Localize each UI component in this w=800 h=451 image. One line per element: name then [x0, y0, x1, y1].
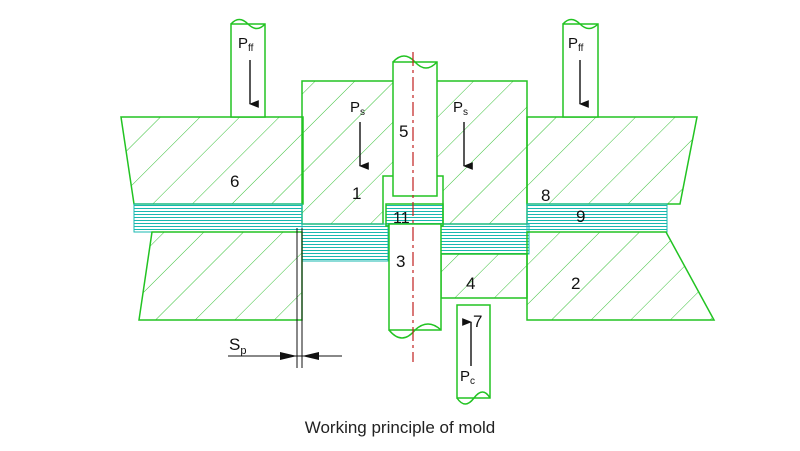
- strip-right: [526, 203, 668, 233]
- part-3-ejector: [388, 223, 442, 331]
- sp-arrow-right: [302, 352, 319, 360]
- right-rod-break: [562, 18, 599, 30]
- ejector-bottom-break: [388, 323, 442, 339]
- label-part-4: 4: [466, 274, 475, 293]
- label-ps-right: Ps: [453, 99, 468, 118]
- label-ps-left: Ps: [350, 99, 365, 118]
- strip-left: [133, 203, 303, 233]
- label-part-2: 2: [571, 274, 580, 293]
- label-part-9: 9: [576, 207, 585, 226]
- label-part-8: 8: [541, 186, 550, 205]
- left-force-rod: [230, 23, 266, 118]
- label-sp: Sp: [229, 335, 246, 357]
- caption: Working principle of mold: [304, 418, 496, 437]
- part-6-upper-left-plate: [120, 116, 304, 205]
- part-4-lower-center-die: [440, 253, 528, 299]
- label-part-11: 11: [393, 210, 410, 227]
- sp-arrow-left: [280, 352, 297, 360]
- left-rod-break: [230, 18, 266, 30]
- label-pc: Pc: [460, 368, 475, 387]
- label-part-6: 6: [230, 172, 239, 191]
- label-part-7: 7: [473, 312, 482, 331]
- label-part-1: 1: [352, 184, 361, 203]
- label-pff-left: Pff: [238, 35, 254, 54]
- label-part-5: 5: [399, 122, 408, 141]
- strip-center-left: [301, 223, 389, 262]
- lower-left-die: [138, 231, 303, 321]
- bottom-rod-break: [456, 391, 491, 405]
- strip-center-right: [440, 223, 530, 255]
- label-part-3: 3: [396, 252, 405, 271]
- part-8-upper-right-plate: [526, 116, 698, 205]
- punch-top-break: [392, 55, 438, 69]
- label-pff-right: Pff: [568, 35, 584, 54]
- part-2-lower-right-die: [526, 231, 716, 321]
- part-5-center-punch: [392, 61, 438, 197]
